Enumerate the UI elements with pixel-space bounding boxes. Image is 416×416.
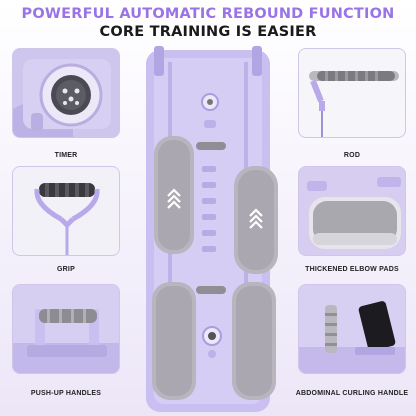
board-drawing [146,46,278,412]
timer-caption: TIMER [54,152,78,159]
grip-image [13,167,119,255]
chevron-up-icon [167,188,263,229]
product-board-image [134,46,284,416]
headline-line2: CORE TRAINING IS EASIER [99,24,317,40]
curling-handle-panel [298,284,406,374]
pushup-handles-caption: PUSH-UP HANDLES [30,390,102,397]
elbow-pads-caption: THICKENED ELBOW PADS [305,266,399,273]
pushup-handles-panel [12,284,120,374]
grip-panel [12,166,120,256]
rod-panel [298,48,406,138]
rod-image [299,49,405,137]
timer-image [13,49,119,137]
curling-handle-caption: ABDOMINAL CURLING HANDLE [295,390,409,397]
timer-panel [12,48,120,138]
grip-caption: GRIP [57,266,75,273]
elbow-pads-panel [298,166,406,256]
rod-caption: ROD [343,152,361,159]
curling-handle-image [299,285,405,373]
pushup-handles-image [13,285,119,373]
elbow-pads-image [299,167,405,255]
headline-line1: POWERFUL AUTOMATIC REBOUND FUNCTION [21,6,395,22]
